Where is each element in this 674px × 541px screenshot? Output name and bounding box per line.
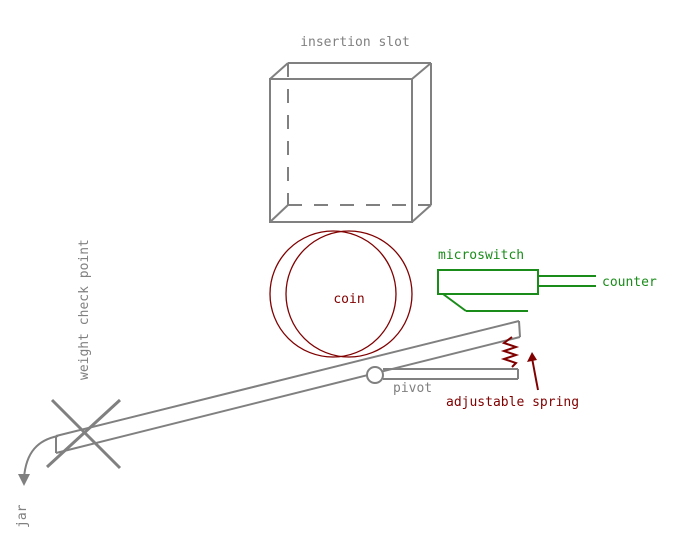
coin-label: coin: [333, 292, 364, 307]
counter-label: counter: [602, 275, 657, 290]
insertion-slot-box: [269, 62, 432, 223]
insertion-slot-label: insertion slot: [300, 35, 410, 50]
adjustable-spring: [500, 336, 539, 391]
adjustable-spring-label: adjustable spring: [446, 395, 579, 410]
jar-arrow: [18, 435, 59, 486]
pivot: [366, 366, 519, 384]
weight-check-point-marker: [45, 398, 122, 470]
jar-label: jar: [15, 504, 30, 528]
weight-check-point-label: weight check point: [77, 239, 92, 380]
microswitch: [437, 269, 596, 312]
microswitch-label: microswitch: [438, 248, 524, 263]
coin: [269, 230, 413, 358]
pivot-label: pivot: [393, 381, 432, 396]
balance-lever: [55, 320, 521, 454]
